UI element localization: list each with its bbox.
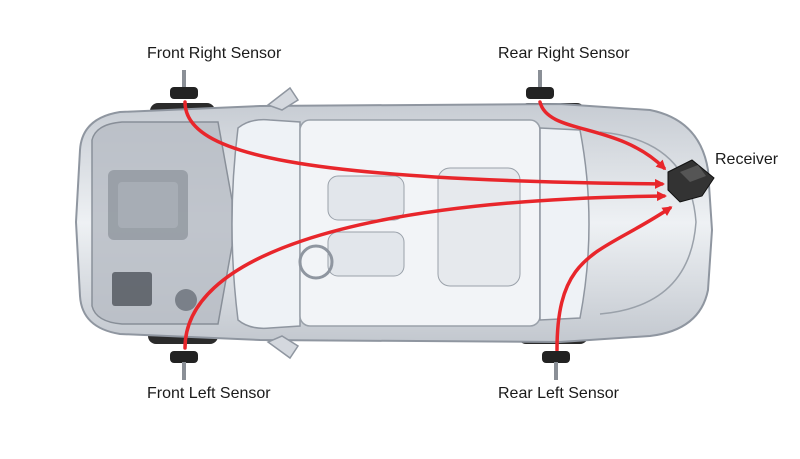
arrow-rear-right	[538, 100, 667, 171]
receiver-label: Receiver	[715, 151, 779, 168]
arrow-rear-left	[555, 206, 673, 352]
rear-left-sensor-label: Rear Left Sensor	[498, 385, 619, 402]
front-right-sensor-label: Front Right Sensor	[147, 45, 282, 62]
signal-arrows	[183, 100, 673, 352]
arrow-front-left	[183, 191, 667, 350]
receiver-module-icon	[667, 159, 715, 203]
tire-pressure-sensor-icon	[170, 351, 198, 380]
tire-pressure-sensor-icon	[526, 70, 554, 99]
tire-pressure-sensor-icon	[542, 351, 570, 380]
car-body	[74, 86, 714, 360]
arrow-front-right	[183, 100, 665, 189]
tire-pressure-sensor-icon	[170, 70, 198, 99]
rear-right-sensor-label: Rear Right Sensor	[498, 45, 630, 62]
front-left-sensor-label: Front Left Sensor	[147, 385, 271, 402]
